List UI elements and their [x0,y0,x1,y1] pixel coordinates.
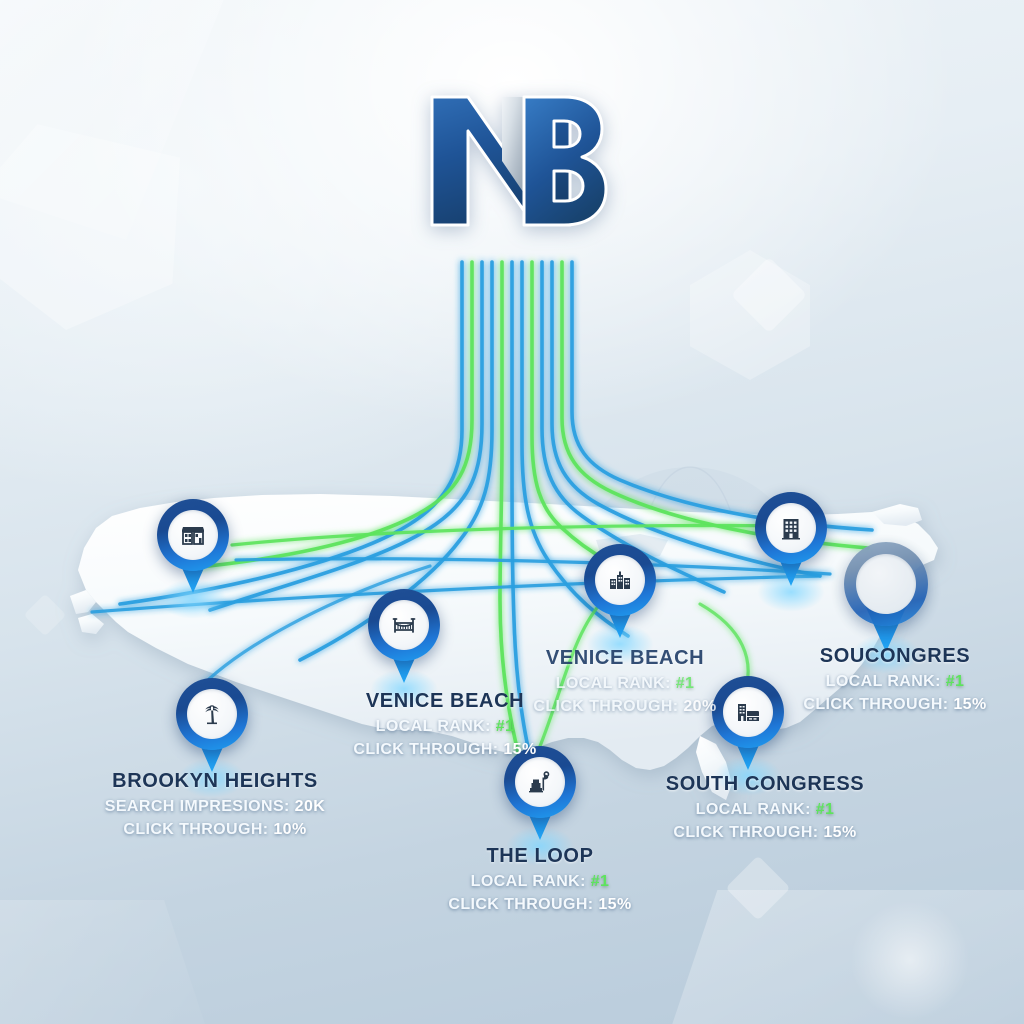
city-skyline-icon [595,555,645,605]
storefront-icon [723,687,773,737]
monument-building-icon [515,757,565,807]
empty-circle-icon [856,554,916,614]
palm-tree-icon [187,689,237,739]
office-building-icon [766,503,816,553]
shopfront-building-icon [168,510,218,560]
bridge-icon [379,600,429,650]
brand-logo [0,78,1024,248]
